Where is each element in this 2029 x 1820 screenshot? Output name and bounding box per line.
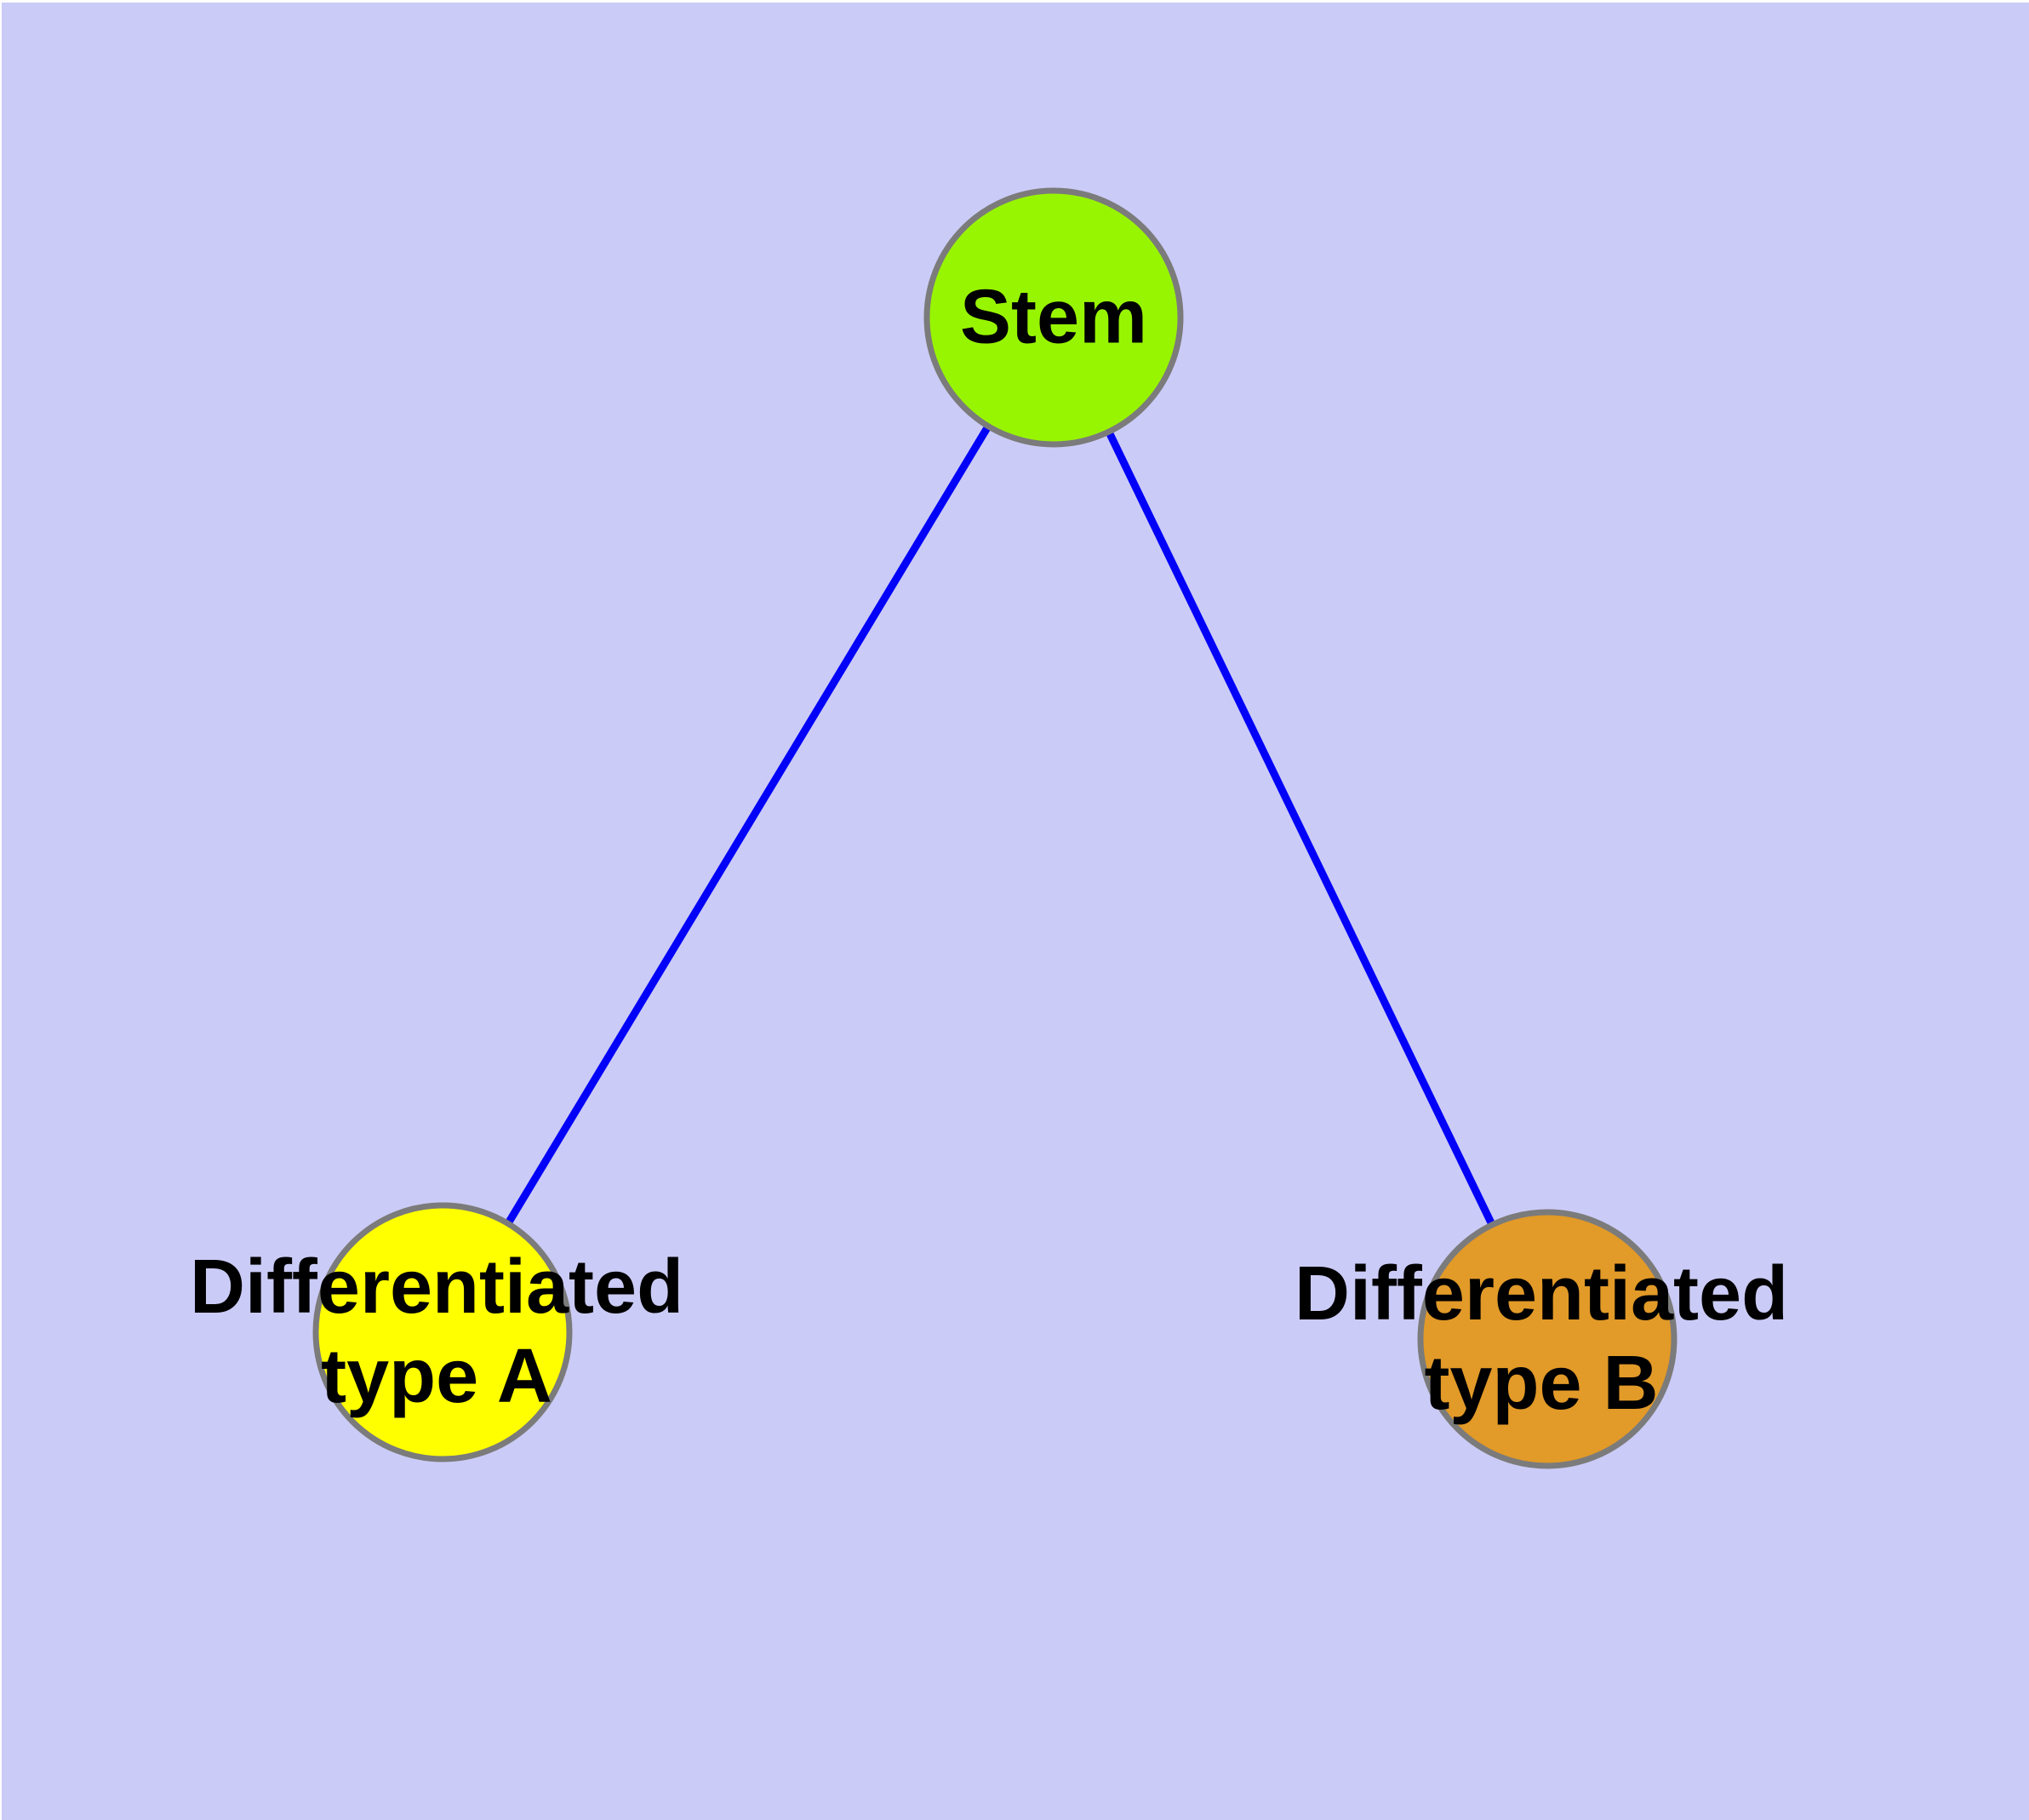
node-type-a-label: Differentiated type A xyxy=(190,1243,683,1422)
edge-stem-to-type-a xyxy=(439,315,1057,1335)
label-line: Differentiated xyxy=(189,1245,684,1330)
node-stem-circle xyxy=(923,187,1184,448)
node-type-b-label: Differentiated type B xyxy=(1295,1250,1788,1428)
node-stem-label: Stem xyxy=(960,273,1147,363)
edge-stem-to-type-b xyxy=(1049,316,1552,1341)
label-line: type A xyxy=(321,1334,552,1419)
label-line: Differentiated xyxy=(1294,1251,1789,1336)
node-type-a-circle xyxy=(312,1202,573,1462)
label-line: type B xyxy=(1424,1341,1659,1426)
node-type-b-circle xyxy=(1417,1209,1677,1469)
label-line: Stem xyxy=(959,274,1148,360)
